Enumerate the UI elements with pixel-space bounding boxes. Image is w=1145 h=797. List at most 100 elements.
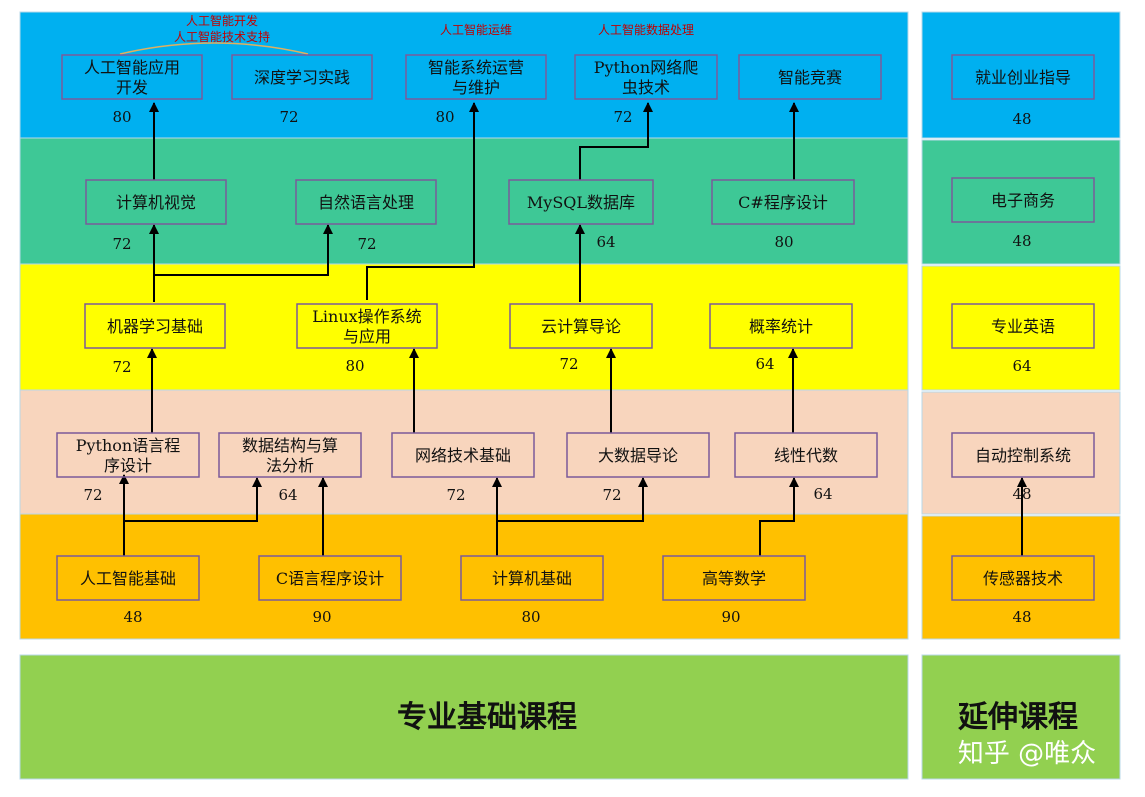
course-box: Python网络爬虫技术 72 xyxy=(574,54,718,126)
course-hours: 90 xyxy=(721,608,740,626)
course-box-border xyxy=(662,555,806,601)
course-box: 网络技术基础 72 xyxy=(391,432,535,504)
watermark: 知乎 @唯众 xyxy=(958,739,1096,769)
course-box: 高等数学 90 xyxy=(662,555,806,626)
course-box-border xyxy=(951,555,1095,601)
course-hours: 72 xyxy=(446,486,465,504)
side-band-1 xyxy=(921,11,1121,139)
course-box: 智能系统运营与维护 80 xyxy=(405,54,547,126)
course-box-border xyxy=(296,303,438,349)
course-name: 智能竞赛 xyxy=(778,68,842,87)
side-band-3 xyxy=(921,265,1121,391)
course-boxes: 人工智能应用开发80深度学习实践72智能系统运营与维护80Python网络爬虫技… xyxy=(56,54,1095,626)
course-box: C语言程序设计 90 xyxy=(258,555,402,626)
arrow-math-to-linear-algebra xyxy=(759,477,799,556)
course-name: 人工智能基础 xyxy=(80,569,176,588)
course-hours: 64 xyxy=(813,485,832,503)
main-footer-title: 专业基础课程 xyxy=(397,700,577,735)
course-hours: 72 xyxy=(112,358,131,376)
arrow-ai-basics-to-data-structures xyxy=(124,477,262,522)
course-name: Python网络爬虫技术 xyxy=(594,58,698,97)
arrow-mysql-to-crawler xyxy=(579,102,653,180)
course-name: 电子商务 xyxy=(991,191,1055,210)
course-name: 线性代数 xyxy=(774,446,838,465)
course-name: MySQL数据库 xyxy=(527,193,635,212)
course-name: 数据结构与算法分析 xyxy=(242,436,338,475)
annotation-job1-line2: 人工智能技术支持 xyxy=(174,29,270,44)
course-box-border xyxy=(56,432,200,478)
course-name: 高等数学 xyxy=(702,569,766,588)
side-band-2 xyxy=(921,139,1121,265)
course-name: 传感器技术 xyxy=(983,569,1063,588)
course-box-border xyxy=(61,54,203,100)
connectors xyxy=(119,102,1027,556)
course-box: 大数据导论 72 xyxy=(566,432,710,504)
band-row-1 xyxy=(19,11,909,139)
arrow-linux-to-ops xyxy=(366,102,479,300)
course-hours: 72 xyxy=(613,108,632,126)
course-box: C#程序设计 80 xyxy=(711,179,855,251)
course-box-border xyxy=(951,303,1095,349)
course-name: C#程序设计 xyxy=(738,193,828,212)
course-box-border xyxy=(951,177,1095,223)
main-bands xyxy=(19,11,909,640)
annotation-job2: 人工智能运维 xyxy=(440,22,512,37)
course-hours: 64 xyxy=(278,486,297,504)
course-box-border xyxy=(574,54,718,100)
course-hours: 48 xyxy=(1012,608,1031,626)
course-box-border xyxy=(295,179,437,225)
course-box: 计算机基础 80 xyxy=(460,555,604,626)
footer-main-panel xyxy=(19,654,909,780)
course-box-border xyxy=(566,432,710,478)
course-box: 数据结构与算法分析 64 xyxy=(218,432,362,504)
course-box-border xyxy=(951,54,1095,100)
course-name: C语言程序设计 xyxy=(276,569,384,588)
course-name: 计算机基础 xyxy=(492,569,572,588)
course-name: 云计算导论 xyxy=(541,317,621,336)
course-name: 自然语言处理 xyxy=(318,193,414,212)
course-box-border xyxy=(258,555,402,601)
side-bands xyxy=(921,11,1121,640)
band-row-4 xyxy=(19,389,909,515)
annotation-bracket xyxy=(119,42,309,55)
course-name: 概率统计 xyxy=(749,317,813,336)
course-name: 深度学习实践 xyxy=(254,68,350,87)
course-box: 概率统计 64 xyxy=(709,303,853,373)
course-name: 网络技术基础 xyxy=(415,446,511,465)
arrow-ml-to-nlp xyxy=(154,224,333,276)
course-name: 智能系统运营与维护 xyxy=(428,58,524,97)
course-hours: 90 xyxy=(312,608,331,626)
course-box: 人工智能应用开发 80 xyxy=(61,54,203,126)
annotation-job1-line1: 人工智能开发 xyxy=(186,13,258,28)
course-hours: 80 xyxy=(435,108,454,126)
course-hours: 72 xyxy=(559,355,578,373)
course-box-border xyxy=(85,179,227,225)
course-hours: 64 xyxy=(755,355,774,373)
course-box-border xyxy=(56,555,200,601)
course-box-border xyxy=(509,303,653,349)
course-box: MySQL数据库 64 xyxy=(508,179,654,251)
course-box-border xyxy=(734,432,878,478)
course-hours: 64 xyxy=(596,233,615,251)
course-hours: 80 xyxy=(521,608,540,626)
course-box-border xyxy=(84,303,226,349)
course-name: 计算机视觉 xyxy=(116,193,196,212)
course-name: 大数据导论 xyxy=(598,446,678,465)
course-hours: 72 xyxy=(357,235,376,253)
course-box: 云计算导论 72 xyxy=(509,303,653,373)
course-name: 人工智能应用开发 xyxy=(84,58,180,97)
course-hours: 72 xyxy=(83,486,102,504)
course-name: 机器学习基础 xyxy=(107,317,203,336)
course-hours: 80 xyxy=(774,233,793,251)
course-box-border xyxy=(231,54,373,100)
course-hours: 72 xyxy=(602,486,621,504)
course-hours: 80 xyxy=(112,108,131,126)
